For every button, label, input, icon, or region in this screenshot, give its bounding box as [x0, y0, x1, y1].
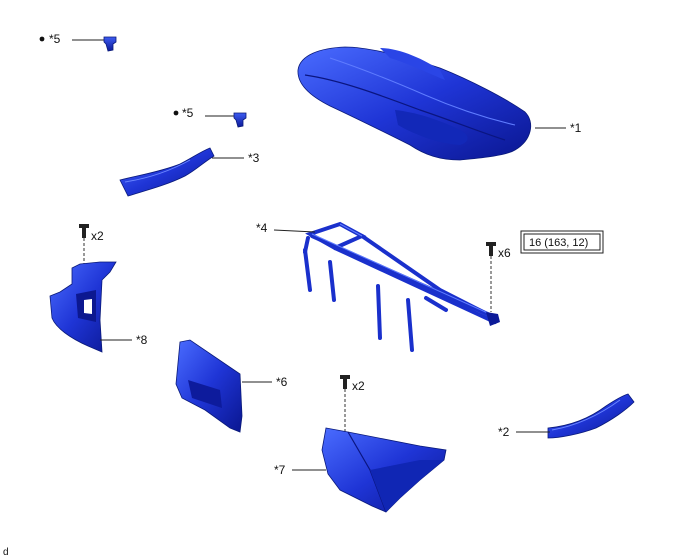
frame-highlights: [311, 223, 491, 315]
strip-2-edge: [551, 399, 621, 431]
callout-5b: *5: [182, 106, 194, 120]
cushion-body: [297, 46, 532, 161]
bolt-group-right: x6 16 (163, 12): [486, 230, 604, 312]
cushion-seam-1: [304, 74, 506, 141]
callout-7: *7: [274, 463, 286, 477]
bolt-icon: [79, 224, 89, 238]
qty-right: x6: [498, 246, 511, 260]
bolt-group-bottom: x2: [340, 375, 365, 432]
torque-box-inner: [523, 233, 601, 251]
leader-4: [273, 229, 316, 233]
side-cover-part-8: *8: [49, 261, 148, 353]
callout-3: *3: [248, 151, 260, 165]
cushion-panel: [395, 110, 468, 145]
side-panel-part-7: *7: [274, 427, 447, 513]
strip-2-shape: [547, 393, 635, 439]
callout-8: *8: [136, 333, 148, 347]
bolt-icon: [486, 242, 496, 256]
trim-strip-part-2: *2: [498, 393, 635, 439]
strip-3-edge: [124, 159, 191, 183]
cushion-back-edge: [380, 48, 445, 80]
clip-part-5a: *5: [39, 32, 117, 52]
frame-tubes: [303, 221, 497, 352]
torque-spec: 16 (163, 12): [529, 237, 588, 249]
callout-1: *1: [570, 121, 582, 135]
bullet-dot: [39, 36, 45, 42]
bolt-group-left: x2: [79, 224, 104, 272]
panel-6-recess: [188, 380, 222, 408]
strip-3-shape: [119, 147, 215, 197]
callout-5a: *5: [49, 32, 61, 46]
clip-5a-shape: [103, 36, 117, 52]
figure-code: d: [3, 547, 9, 558]
seat-frame-part-4: *4: [256, 221, 500, 352]
cover-8-window: [84, 299, 92, 314]
cushion-seam-2: [329, 57, 516, 126]
frame-bracket: [486, 312, 500, 326]
panel-7-shade: [370, 460, 444, 512]
clip-part-5b: *5: [173, 106, 247, 128]
callout-4: *4: [256, 221, 268, 235]
panel-part-6: *6: [175, 339, 288, 433]
seat-cushion-part-1: *1: [297, 46, 582, 161]
panel-6-shape: [175, 339, 243, 433]
bullet-dot: [173, 110, 179, 116]
qty-left: x2: [91, 229, 104, 243]
callout-6: *6: [276, 375, 288, 389]
callout-2: *2: [498, 425, 510, 439]
bolt-icon: [340, 375, 350, 389]
clip-5b-shape: [233, 112, 247, 128]
qty-bottom: x2: [352, 379, 365, 393]
trim-strip-part-3: *3: [119, 147, 260, 197]
